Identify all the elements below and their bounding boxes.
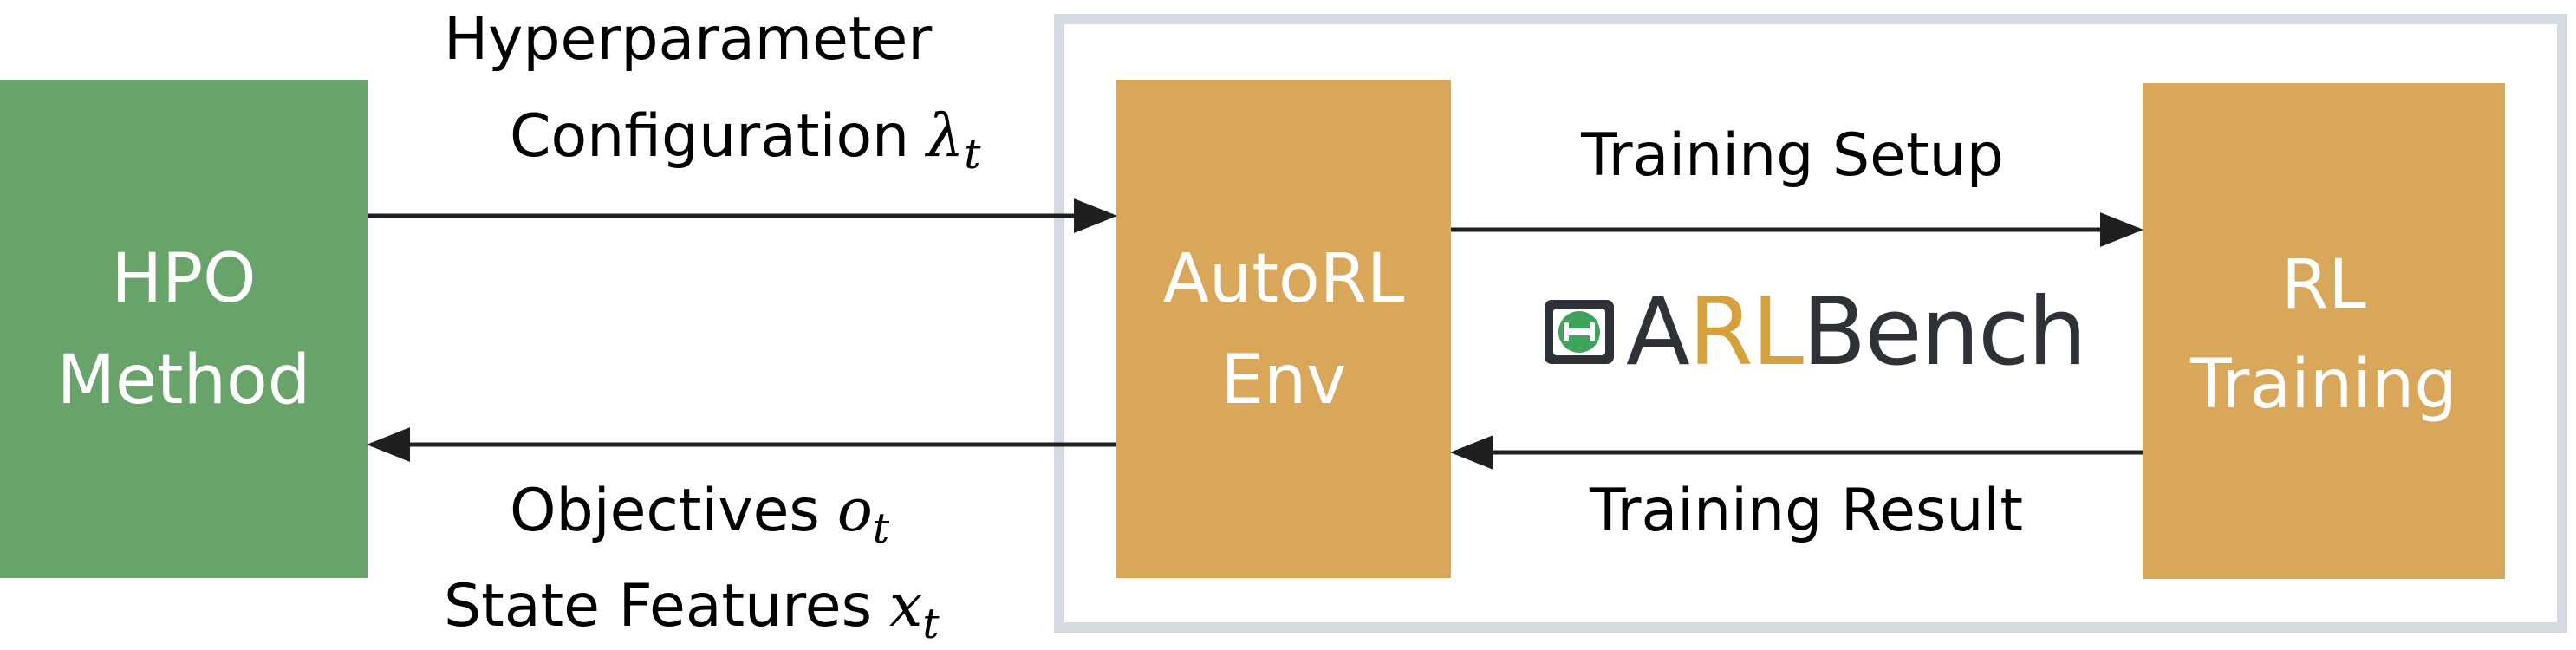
arlbench-frame (1054, 14, 2567, 633)
dumbbell-icon (1545, 300, 1614, 364)
x-symbol: x (889, 572, 922, 640)
hpo-method-node: HPO Method (0, 80, 368, 578)
autorl-env-box (1116, 80, 1451, 578)
autorl-env-label-line1: AutoRL (1163, 240, 1405, 318)
training-setup-label: Training Setup (1580, 121, 2004, 190)
rl-training-box (2143, 83, 2505, 579)
logo-word-bench: Bench (1802, 278, 2085, 387)
o-subscript: t (873, 504, 890, 553)
autorl-env-label-line2: Env (1221, 341, 1347, 419)
hpo-method-box (0, 80, 368, 578)
x-subscript: t (922, 600, 940, 648)
lambda-subscript: t (964, 130, 981, 179)
autorl-env-node: AutoRL Env (1116, 80, 1451, 578)
hpo-method-label-line1: HPO (111, 240, 256, 318)
lambda-symbol: λ (924, 102, 964, 171)
logo-letters-rl: RL (1688, 278, 1804, 387)
o-symbol: o (837, 477, 873, 545)
arlbench-wordmark: ARLBench (1626, 278, 2085, 387)
hyperparameter-label-line1: Hyperparameter (444, 5, 932, 74)
training-result-label: Training Result (1589, 477, 2023, 545)
logo-letter-a: A (1626, 278, 1689, 387)
hpo-method-label-line2: Method (57, 341, 311, 419)
rl-training-label-line1: RL (2281, 246, 2366, 324)
arlbench-logo: ARLBench (1545, 278, 2087, 387)
rl-training-node: RL Training (2143, 83, 2505, 579)
rl-training-label-line2: Training (2189, 346, 2457, 424)
